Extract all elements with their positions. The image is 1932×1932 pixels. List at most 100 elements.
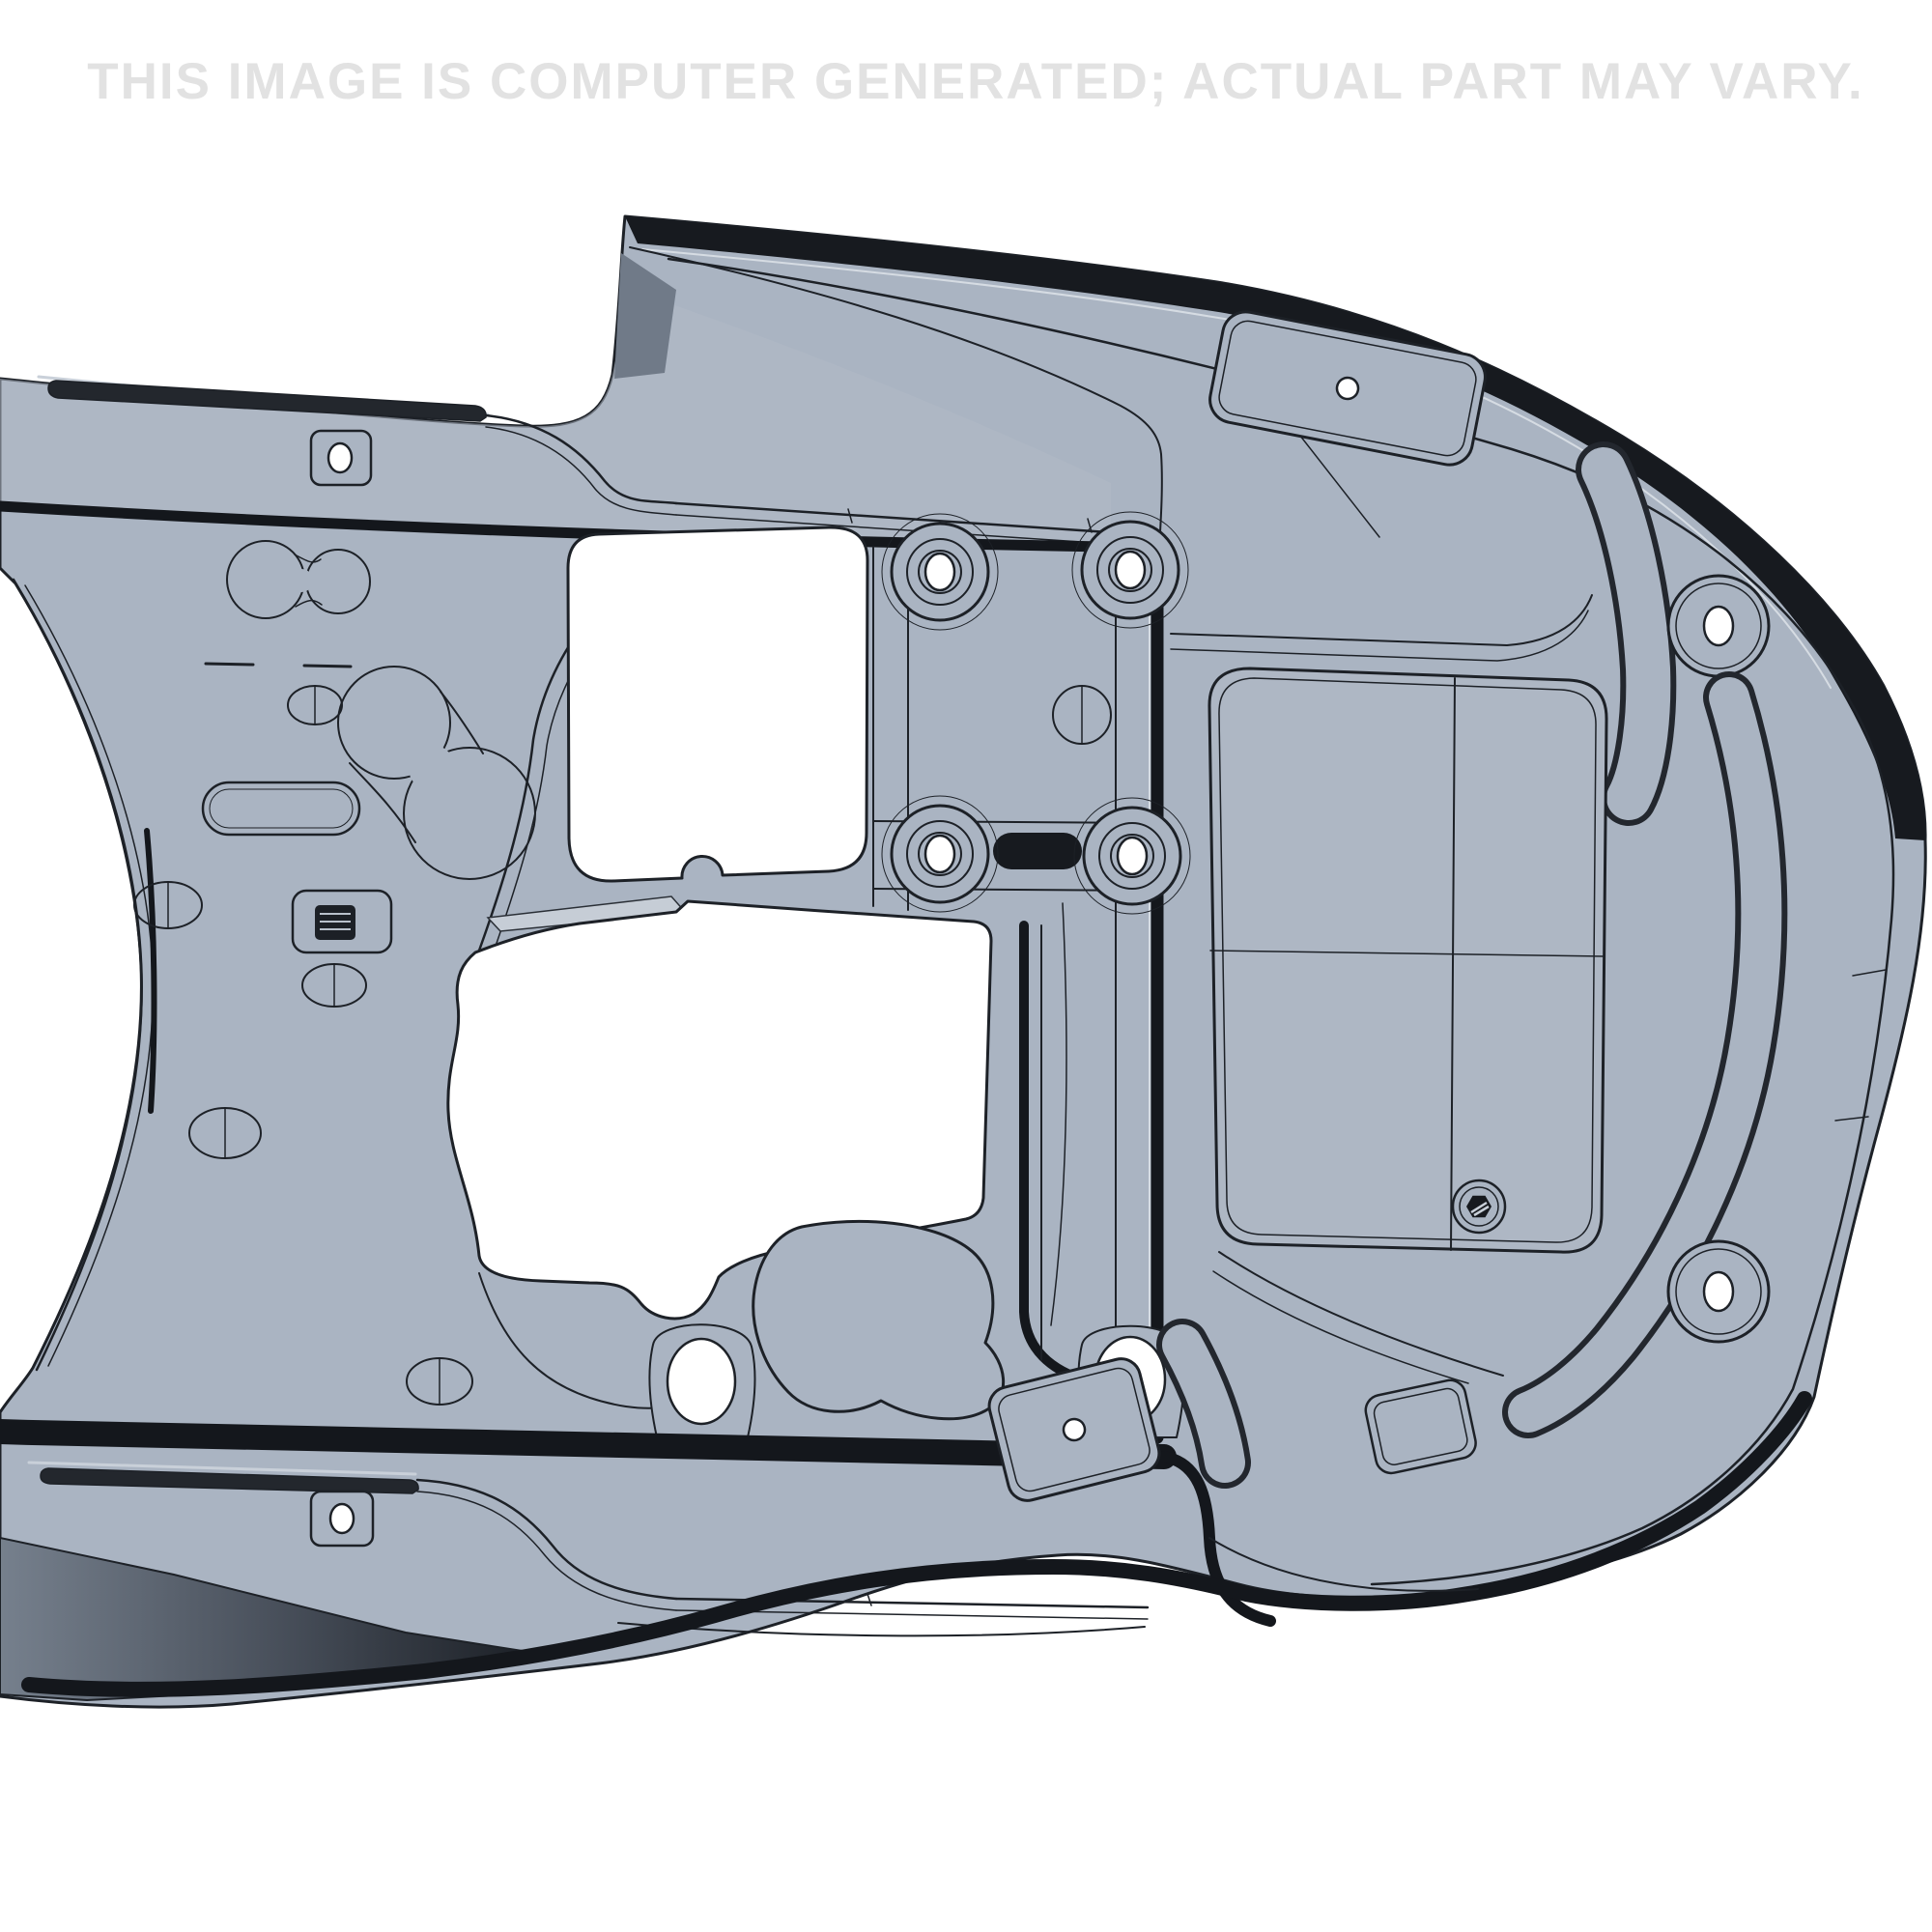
peanut-large-neck-bottom	[349, 762, 416, 843]
waist-shadow-band	[0, 1419, 1177, 1469]
small-plate-bottom-right	[1364, 1378, 1477, 1475]
flange-boss-lower	[1666, 1239, 1771, 1344]
plate-inner-line	[1373, 1387, 1468, 1465]
lower-groove-jog	[867, 1593, 872, 1606]
peanut-small-neck-top	[294, 554, 322, 563]
rail-slot-groove	[47, 380, 487, 422]
rail-groove-long-2	[675, 514, 1112, 545]
peanut-groove-large	[337, 666, 536, 880]
stadium-groove-inner	[209, 788, 354, 829]
hex-bolt	[1451, 1179, 1507, 1235]
rivet-plate-top-hole	[327, 441, 354, 474]
rail-sbend-line-1	[484, 413, 678, 505]
left-notch-dark-mid	[144, 828, 157, 1114]
peanut-large-neck-mask	[409, 745, 455, 791]
boss-hole	[923, 834, 956, 874]
peanut-groove-small	[226, 540, 371, 619]
teardrop-groove-fill	[1581, 447, 1671, 820]
upper-rail-face	[0, 290, 1111, 547]
shelf-line-2	[1170, 610, 1589, 662]
rail-sbend-line-2	[485, 426, 677, 516]
boss-inner	[918, 550, 962, 594]
lower-sbend-2	[416, 1491, 677, 1611]
boss-pad-ring	[881, 795, 999, 913]
recessed-panel-top-right	[1208, 310, 1487, 467]
screw-boss	[287, 685, 343, 725]
rivet-plate-bottom-hole	[328, 1502, 355, 1535]
mounting-boss-mid-right	[1073, 797, 1191, 915]
boss-hole	[1116, 836, 1149, 876]
peanut-large-neck-top	[440, 691, 484, 754]
peanut-small-neck-bottom	[295, 599, 323, 608]
blob-pad	[752, 1219, 1005, 1421]
large-through-hole	[666, 1337, 737, 1426]
through-hole-tab-left	[648, 1323, 756, 1438]
clip-plate-outline	[291, 889, 393, 954]
bolt-highlight	[1470, 1201, 1490, 1217]
edge-groove-fill	[1508, 677, 1782, 1433]
mounting-boss-top-left	[881, 513, 999, 631]
below-panel-curve-1	[1218, 1251, 1504, 1377]
panel-inner-line	[1218, 320, 1477, 457]
screw-boss	[188, 1107, 262, 1159]
panel-divider-horizontal	[1209, 950, 1605, 957]
plate-outline	[1364, 1378, 1477, 1475]
boss-hole	[923, 552, 956, 592]
screw-boss	[406, 1357, 473, 1406]
boss-hole	[1114, 550, 1147, 590]
clip-bars	[320, 913, 351, 930]
boss-hole	[1702, 605, 1735, 647]
right-body	[667, 257, 1895, 1586]
frame-midbar-slot	[993, 833, 1082, 869]
panel-divider-vertical	[1450, 677, 1456, 1251]
clip-mount-plate	[291, 889, 393, 954]
below-panel-curve-2	[1212, 1270, 1469, 1384]
mounting-boss-top-right	[1071, 511, 1189, 629]
recessed-panel-center	[1208, 667, 1608, 1254]
pilot-hole	[1062, 1417, 1087, 1442]
flange-boss-upper	[1666, 574, 1771, 678]
peanut-large-lobe-2	[403, 747, 536, 880]
peanut-small-neck-mask	[290, 569, 313, 592]
shelf-line-1	[1170, 594, 1593, 646]
window-cutout-lower	[446, 899, 993, 1321]
left-notch-offset-1	[12, 578, 143, 1372]
screw-boss	[1052, 685, 1112, 745]
bottom-capsule-fill	[1162, 1324, 1245, 1483]
screw-boss	[301, 963, 367, 1008]
boss-inner	[918, 832, 962, 876]
frame-interior-seam	[1050, 902, 1067, 1326]
boss-pad-ring	[1071, 511, 1189, 629]
bottom-shadow-band	[21, 1391, 1812, 1697]
watermark-text: THIS IMAGE IS COMPUTER GENERATED; ACTUAL…	[87, 53, 1864, 110]
edge-tick-2	[1834, 1116, 1869, 1122]
step-wall-line	[629, 246, 1163, 550]
recessed-panel-bottom	[987, 1357, 1161, 1502]
lower-rail-highlight	[27, 1461, 417, 1476]
lower-rail-slot	[40, 1467, 419, 1494]
panel-inner-line	[998, 1367, 1151, 1492]
peanut-large-lobe-1	[337, 666, 451, 780]
boss-mid	[1096, 536, 1164, 604]
part-body	[0, 214, 1927, 1709]
boss-hole	[1702, 1270, 1735, 1313]
boss-inner-ring	[1675, 582, 1762, 669]
dashed-segment-1	[204, 662, 255, 667]
screw-boss-ellipses	[133, 685, 1112, 1406]
rail-groove-jog-1	[847, 508, 853, 524]
stadium-groove-outer	[201, 781, 361, 837]
window-cutout-upper	[566, 526, 869, 883]
pilot-hole	[1335, 376, 1360, 401]
boss-inner	[1110, 834, 1154, 878]
rail-groove-long-1	[674, 501, 1111, 534]
rail-groove-jog-2	[1087, 518, 1093, 533]
boss-mid	[906, 538, 974, 606]
boss-inner-ring	[1675, 1248, 1762, 1335]
mounting-boss-mid-left	[881, 795, 999, 913]
dashed-segment-2	[302, 664, 353, 668]
step-wall-face	[614, 253, 676, 379]
boss-mid	[1098, 822, 1166, 890]
lower-sbend-1	[415, 1478, 678, 1601]
